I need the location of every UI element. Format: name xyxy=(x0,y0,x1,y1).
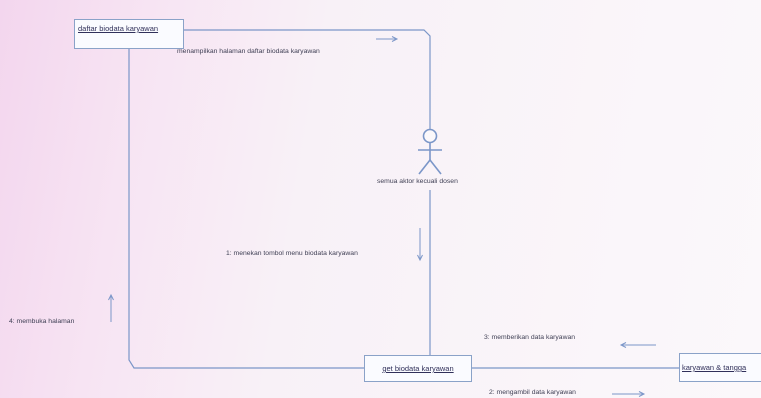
arrow-menampilkan xyxy=(376,36,399,42)
actor-figure-icon xyxy=(418,128,442,175)
object-karyawan-tanggal[interactable]: karyawan & tangga xyxy=(679,353,761,382)
message-memberikan: 3: memberikan data karyawan xyxy=(484,334,576,341)
actor-label: semua aktor kecuali dosen xyxy=(377,178,458,185)
object-daftar-biodata-karyawan[interactable]: daftar biodata karyawan xyxy=(74,19,184,49)
message-membuka: 4: membuka halaman xyxy=(9,318,75,325)
arrow-memberikan xyxy=(619,342,656,348)
link-daftar-to-get xyxy=(128,49,364,369)
arrow-membuka xyxy=(108,293,114,322)
object-get-biodata-karyawan[interactable]: get biodata karyawan xyxy=(364,355,472,382)
message-menampilkan: menampilkan halaman daftar biodata karya… xyxy=(177,48,320,55)
link-daftar-to-actor xyxy=(184,29,431,130)
arrow-mengambil xyxy=(612,391,646,397)
message-menekan: 1: menekan tombol menu biodata karyawan xyxy=(226,250,358,257)
arrow-menekan xyxy=(417,228,423,262)
message-mengambil: 2: mengambil data karyawan xyxy=(489,389,576,396)
